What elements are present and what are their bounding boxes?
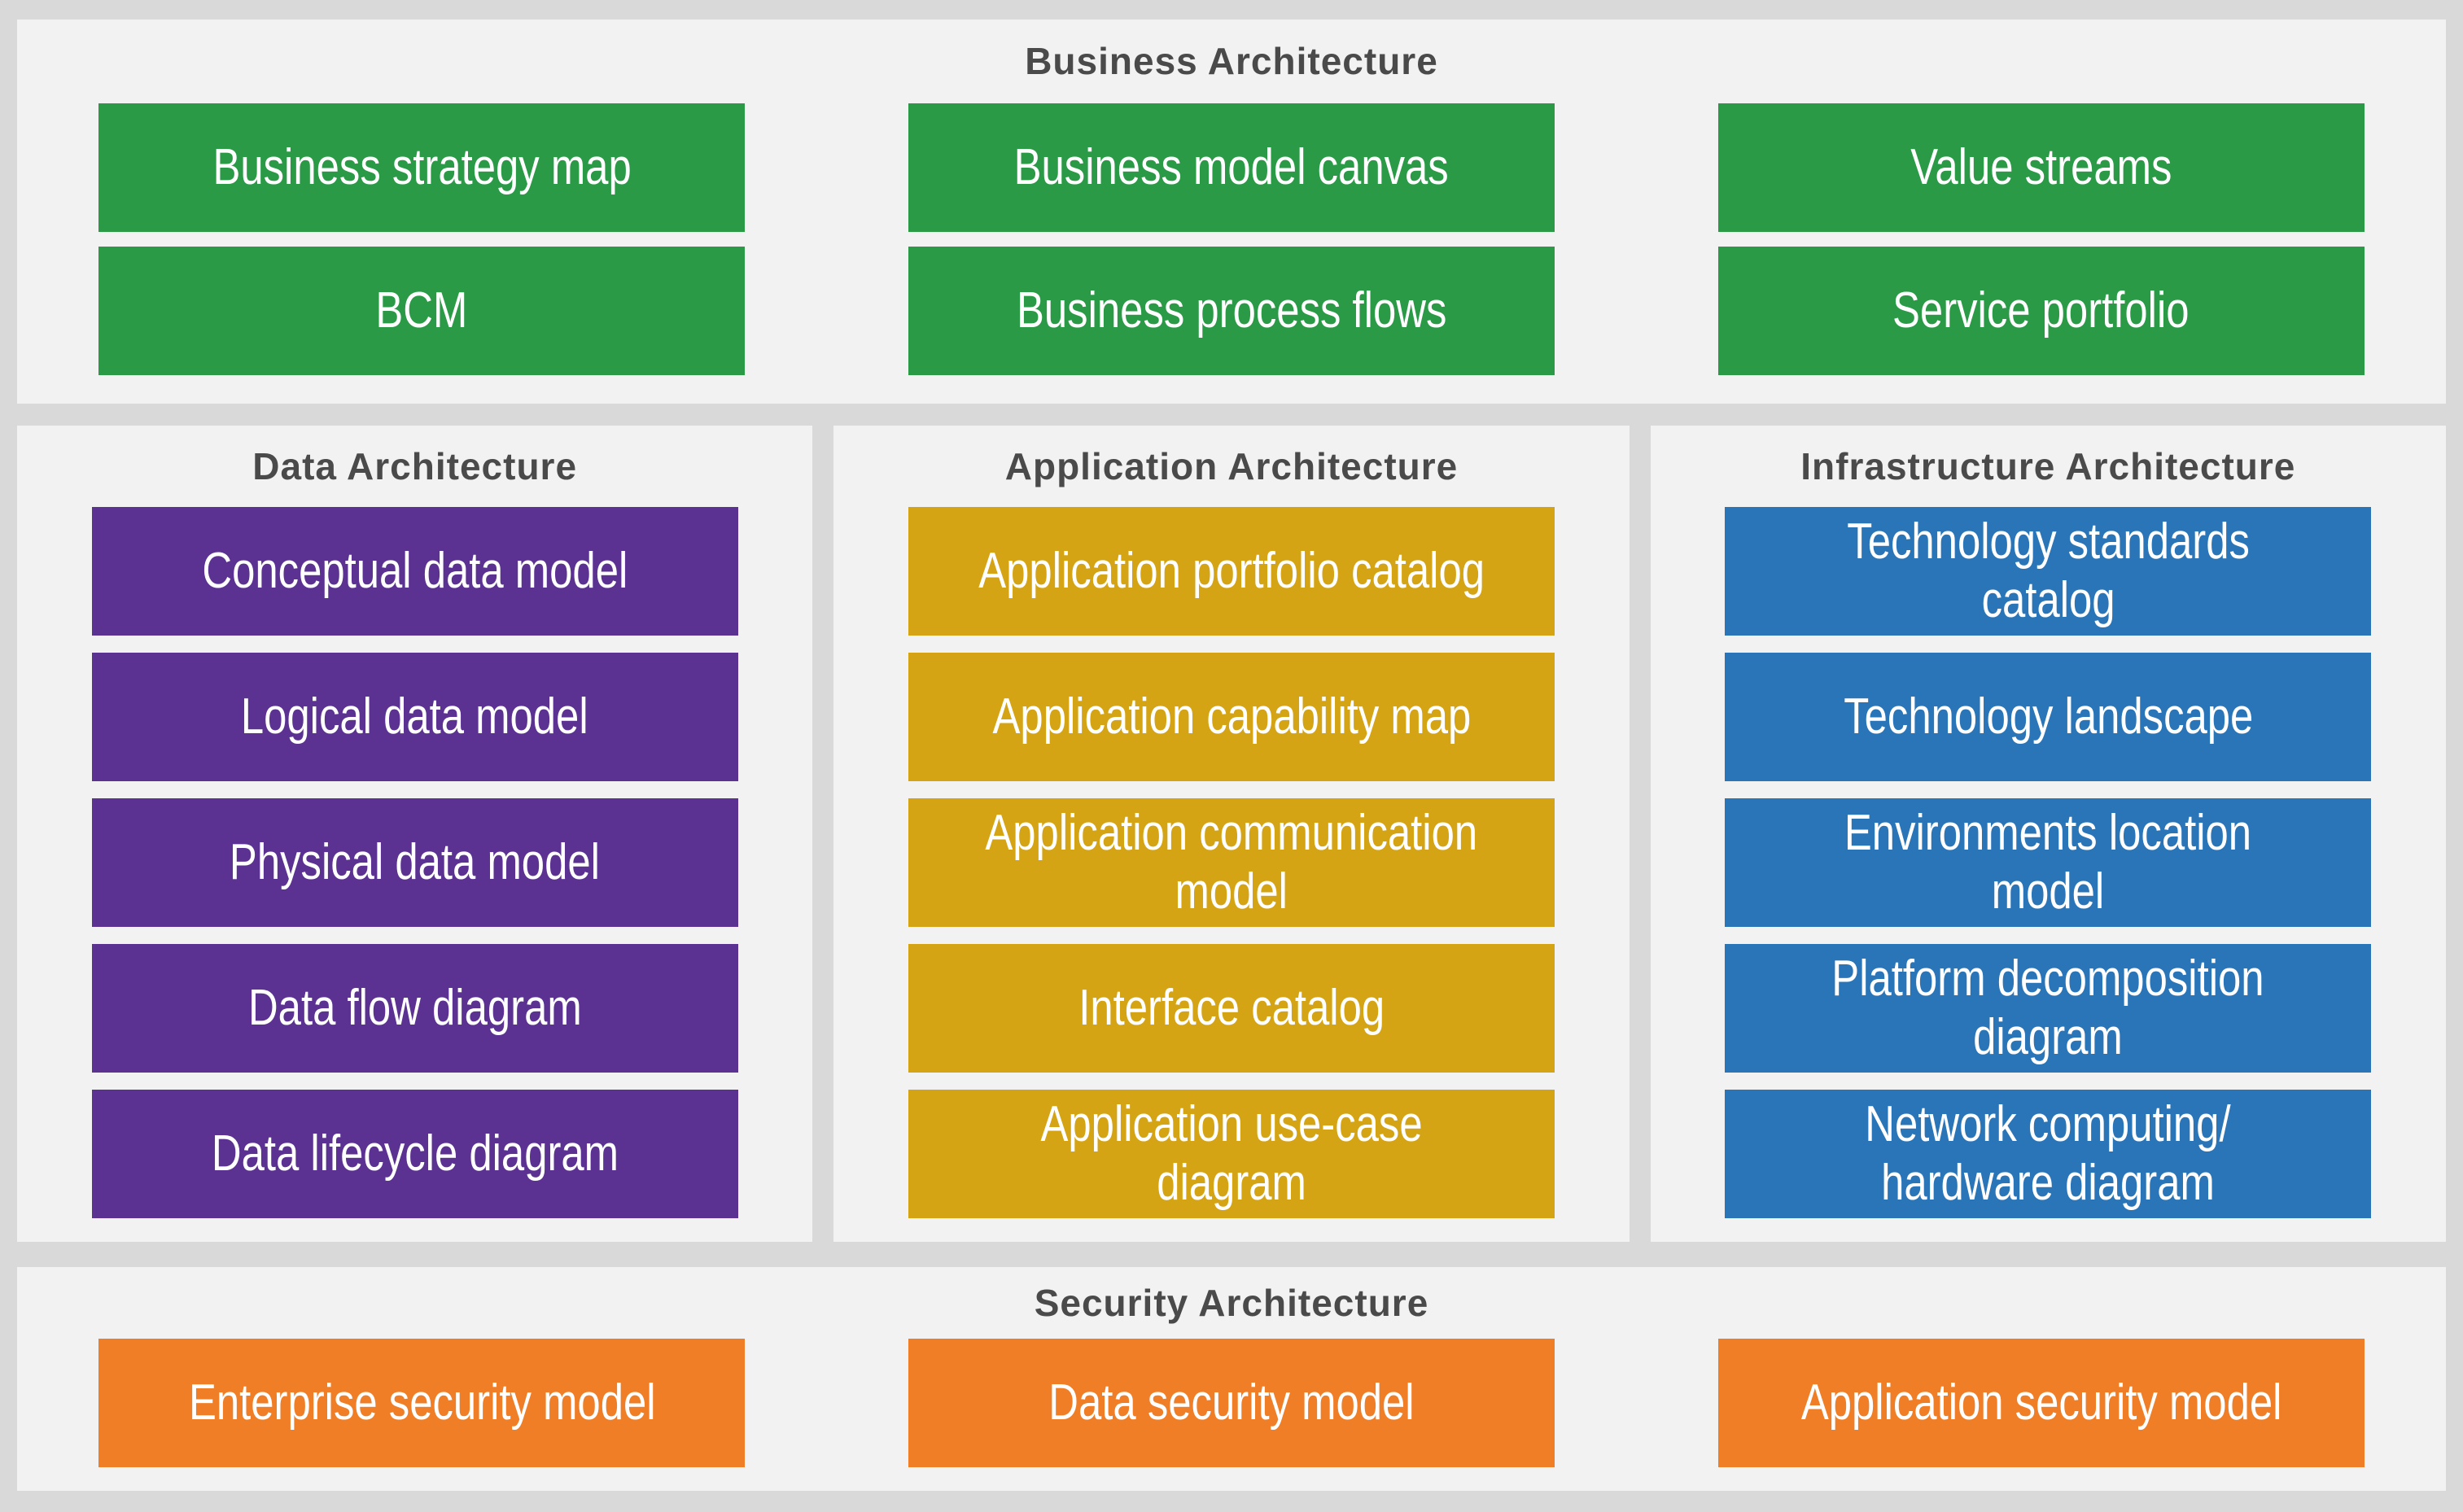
data-boxes-stack: Conceptual data model Logical data model… — [17, 507, 812, 1218]
box-label: Technology standards catalog — [1847, 513, 2250, 628]
box-label: Data flow diagram — [247, 980, 582, 1036]
box-network-computing-hardware-diagram: Network computing/ hardware diagram — [1725, 1090, 2372, 1218]
box-label: Business strategy map — [212, 139, 632, 195]
security-boxes-grid: Enterprise security model Data security … — [17, 1339, 2446, 1467]
box-label: Application use-case diagram — [1040, 1096, 1423, 1211]
infrastructure-architecture-section: Infrastructure Architecture Technology s… — [1650, 426, 2446, 1242]
box-application-portfolio-catalog: Application portfolio catalog — [908, 507, 1555, 636]
box-enterprise-security-model: Enterprise security model — [98, 1339, 746, 1467]
box-label: Conceptual data model — [202, 543, 628, 599]
business-architecture-section: Business Architecture Business strategy … — [17, 20, 2446, 404]
box-data-security-model: Data security model — [908, 1339, 1555, 1467]
box-application-use-case-diagram: Application use-case diagram — [908, 1090, 1555, 1218]
middle-sections-row: Data Architecture Conceptual data model … — [17, 426, 2446, 1242]
data-architecture-section: Data Architecture Conceptual data model … — [17, 426, 813, 1242]
box-label: Logical data model — [241, 688, 589, 745]
infrastructure-architecture-title: Infrastructure Architecture — [1800, 445, 2296, 487]
box-label: Business model canvas — [1013, 139, 1450, 195]
security-architecture-section: Security Architecture Enterprise securit… — [17, 1267, 2446, 1491]
box-label: Value streams — [1910, 139, 2172, 195]
application-architecture-title: Application Architecture — [1004, 445, 1459, 487]
box-business-model-canvas: Business model canvas — [908, 103, 1555, 232]
box-technology-standards-catalog: Technology standards catalog — [1725, 507, 2372, 636]
box-label: Data lifecycle diagram — [211, 1125, 619, 1182]
box-label: Application capability map — [992, 688, 1471, 745]
box-label: Enterprise security model — [188, 1374, 656, 1431]
application-architecture-section: Application Architecture Application por… — [833, 426, 1630, 1242]
box-application-capability-map: Application capability map — [908, 653, 1555, 781]
box-business-process-flows: Business process flows — [908, 247, 1555, 375]
box-technology-landscape: Technology landscape — [1725, 653, 2372, 781]
box-label: Application portfolio catalog — [978, 543, 1485, 599]
box-data-lifecycle-diagram: Data lifecycle diagram — [91, 1090, 738, 1218]
box-conceptual-data-model: Conceptual data model — [91, 507, 738, 636]
business-boxes-grid: Business strategy map Business model can… — [17, 103, 2446, 375]
box-label: Platform decomposition diagram — [1831, 950, 2264, 1065]
box-logical-data-model: Logical data model — [91, 653, 738, 781]
box-physical-data-model: Physical data model — [91, 798, 738, 927]
box-data-flow-diagram: Data flow diagram — [91, 944, 738, 1073]
box-interface-catalog: Interface catalog — [908, 944, 1555, 1073]
box-service-portfolio: Service portfolio — [1717, 247, 2365, 375]
box-label: Physical data model — [230, 834, 601, 890]
box-business-strategy-map: Business strategy map — [98, 103, 746, 232]
box-label: Data security model — [1048, 1374, 1415, 1431]
box-label: Business process flows — [1016, 282, 1447, 339]
box-application-communication-model: Application communication model — [908, 798, 1555, 927]
box-bcm: BCM — [98, 247, 746, 375]
box-label: Environments location model — [1844, 805, 2252, 920]
box-application-security-model: Application security model — [1717, 1339, 2365, 1467]
business-architecture-title: Business Architecture — [1025, 40, 1438, 82]
box-label: Interface catalog — [1078, 980, 1385, 1036]
box-label: Application communication model — [985, 805, 1478, 920]
box-platform-decomposition-diagram: Platform decomposition diagram — [1725, 944, 2372, 1073]
box-label: Network computing/ hardware diagram — [1865, 1096, 2231, 1211]
box-value-streams: Value streams — [1717, 103, 2365, 232]
box-environments-location-model: Environments location model — [1725, 798, 2372, 927]
infrastructure-boxes-stack: Technology standards catalog Technology … — [1651, 507, 2446, 1218]
application-boxes-stack: Application portfolio catalog Applicatio… — [833, 507, 1629, 1218]
box-label: Service portfolio — [1892, 282, 2190, 339]
box-label: Technology landscape — [1843, 688, 2253, 745]
box-label: BCM — [375, 282, 468, 339]
security-architecture-title: Security Architecture — [1034, 1282, 1429, 1324]
data-architecture-title: Data Architecture — [252, 445, 578, 487]
box-label: Application security model — [1800, 1374, 2281, 1431]
